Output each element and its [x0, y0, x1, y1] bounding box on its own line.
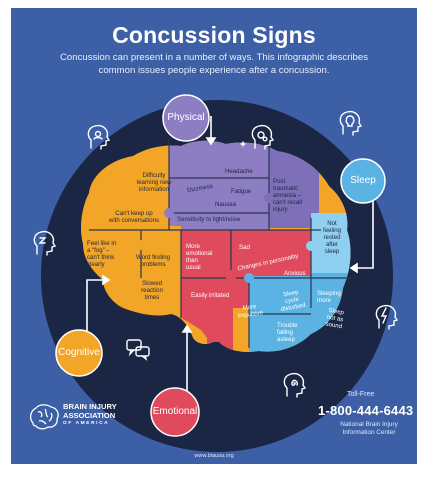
- tollfree-label: Toll-Free: [347, 391, 375, 398]
- chat-bubbles-icon: [126, 339, 150, 361]
- brain-logo-icon: [29, 404, 59, 430]
- head-cross-icon: [240, 141, 246, 147]
- sleep-label: Sleep: [350, 175, 376, 186]
- physical-label: Physical: [167, 112, 205, 123]
- org-name: BRAIN INJURY ASSOCIATION: [63, 402, 117, 420]
- head-gears-icon: [251, 124, 275, 150]
- symptom-post-traumatic: Post traumatic amnesia – can't recall in…: [273, 178, 302, 213]
- symptom-easily-irritated: Easily irritated: [191, 292, 230, 299]
- page-title: Concussion Signs: [112, 22, 316, 48]
- symptom-slowed-reaction: Slowed reaction times: [141, 280, 163, 301]
- symptom-sleeping-more: Sleeping more: [317, 290, 341, 304]
- head-lightbulb-icon: [339, 110, 363, 136]
- cognitive-label: Cognitive: [58, 347, 100, 358]
- sleep-region-upper: [311, 213, 351, 273]
- head-person-icon: [87, 124, 111, 150]
- brain-diagram: [33, 94, 399, 452]
- puzzle-knob: [226, 273, 236, 283]
- website-link[interactable]: www.biausa.org: [194, 453, 234, 459]
- symptom-trouble-falling: Trouble falling asleep: [277, 322, 298, 343]
- symptom-nausea: Nausea: [215, 201, 237, 208]
- emotional-region: [181, 230, 311, 352]
- cognitive-bubble: [55, 329, 103, 377]
- phone-number[interactable]: 1-800-444-6443: [318, 403, 414, 418]
- symptom-more-emotional: More emotional than usual: [186, 243, 213, 271]
- head-zzz-icon: [33, 230, 57, 256]
- symptom-not-feeling-rested: Not feeling rested after sleep: [323, 220, 341, 255]
- puzzle-knob: [164, 208, 174, 218]
- puzzle-knob: [136, 240, 146, 250]
- symptom-fatigue: Fatigue: [231, 188, 252, 195]
- puzzle-knob: [306, 241, 316, 251]
- puzzle-knob: [244, 273, 254, 283]
- head-spiral-icon: [283, 372, 307, 398]
- infographic: Concussion Signs Concussion can present …: [11, 8, 417, 464]
- connector-lines: [86, 116, 374, 398]
- symptom-cant-keep-up: Can't keep up with conversations: [108, 210, 160, 224]
- emotional-label: Emotional: [152, 406, 198, 417]
- page-subtitle: Concussion can present in a number of wa…: [59, 52, 369, 76]
- symptom-difficulty-learning: Difficulty learning new information: [136, 172, 172, 193]
- symptom-word-finding: Word finding problems: [135, 254, 171, 268]
- emotional-bubble: [150, 387, 200, 437]
- physical-region: [169, 140, 269, 245]
- biaa-logo[interactable]: BRAIN INJURY ASSOCIATION OF AMERICA: [29, 402, 129, 431]
- org-subname: OF AMERICA: [63, 421, 110, 426]
- symptom-feel-like-fog: Feel like in a “fog” – can't think clear…: [87, 240, 117, 268]
- sleep-bubble: [340, 158, 386, 204]
- puzzle-knob: [264, 193, 274, 203]
- symptom-sad: Sad: [239, 244, 250, 251]
- head-lightning-icon: [375, 304, 399, 330]
- physical-bubble: [162, 94, 210, 142]
- puzzle-seams: [89, 138, 351, 348]
- symptom-headache: Headache: [225, 168, 253, 175]
- info-center-name: National Brain Injury Information Center: [340, 421, 398, 437]
- symptom-anxious: Anxious: [284, 270, 306, 277]
- symptom-sensitivity: Sensitivity to light/noise: [177, 216, 241, 223]
